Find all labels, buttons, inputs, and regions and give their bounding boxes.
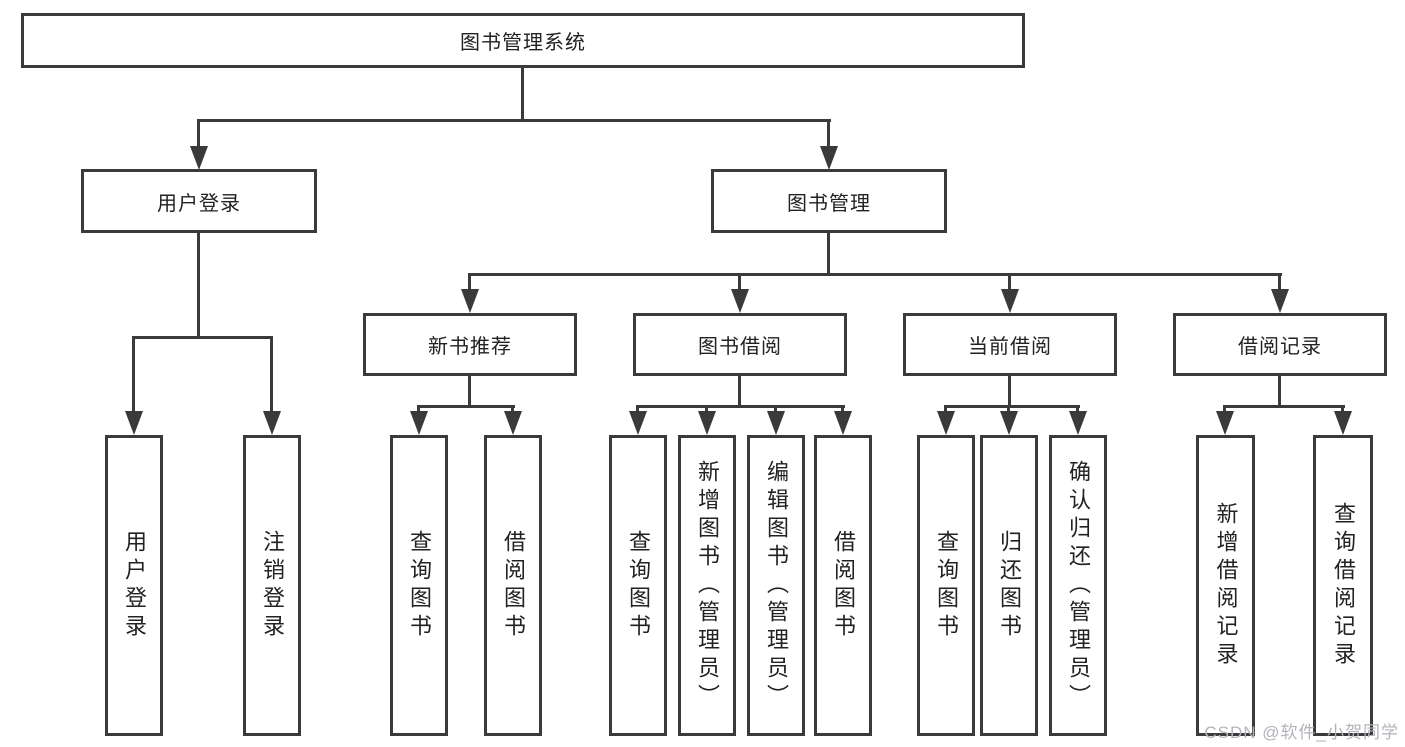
leaf-br-add-record: 新增借阅记录 (1196, 435, 1255, 736)
leaf-nb-borrow-book-label: 借阅图书 (501, 529, 526, 642)
leaf-bb-edit-book-admin: 编辑图书（管理员） (747, 435, 805, 736)
arrowhead-book-borrow (731, 289, 749, 313)
leaf-user-login-label: 用户登录 (122, 529, 147, 642)
connector-stub-br1 (1223, 405, 1226, 415)
leaf-bb-add-book-admin: 新增图书（管理员） (678, 435, 736, 736)
node-borrowing-records-label: 借阅记录 (1238, 336, 1322, 358)
node-book-borrowing: 图书借阅 (633, 313, 847, 376)
connector-stub-bb1 (636, 405, 639, 415)
leaf-br-query-record-label: 查询借阅记录 (1331, 501, 1356, 670)
arrowhead-bb3 (767, 411, 785, 435)
leaf-cb-return-book-label: 归还图书 (997, 529, 1022, 642)
leaf-logout-label: 注销登录 (260, 529, 285, 642)
connector-current-borrow-bus (944, 405, 1080, 408)
leaf-nb-query-book: 查询图书 (390, 435, 448, 736)
leaf-nb-borrow-book: 借阅图书 (484, 435, 542, 736)
connector-stub-current-borrow (1008, 273, 1011, 293)
arrowhead-cb3 (1069, 411, 1087, 435)
connector-stub-cb1 (944, 405, 947, 415)
leaf-nb-query-book-label: 查询图书 (407, 529, 432, 642)
arrowhead-borrow-record (1271, 289, 1289, 313)
connector-stub-bb4 (841, 405, 844, 415)
connector-book-borrow-drop (738, 376, 741, 408)
connector-stub-user-login (197, 119, 200, 150)
connector-level2-bus (197, 119, 831, 122)
arrowhead-cb2 (1000, 411, 1018, 435)
arrowhead-book-mgmt (820, 146, 838, 170)
leaf-user-login: 用户登录 (105, 435, 163, 736)
arrowhead-nb1 (410, 411, 428, 435)
node-current-borrowing-label: 当前借阅 (968, 336, 1052, 358)
leaf-bb-borrow-book: 借阅图书 (814, 435, 872, 736)
arrowhead-new-book (461, 289, 479, 313)
connector-borrow-record-drop (1278, 376, 1281, 408)
connector-stub-book-borrow (738, 273, 741, 293)
leaf-bb-add-book-admin-label: 新增图书（管理员） (695, 459, 720, 712)
connector-root-drop (521, 68, 524, 122)
connector-stub-nb2 (511, 405, 514, 415)
node-user-login: 用户登录 (81, 169, 317, 233)
node-new-book-recommend: 新书推荐 (363, 313, 577, 376)
node-book-management-label: 图书管理 (787, 192, 871, 215)
connector-stub-bb3 (774, 405, 777, 415)
connector-stub-new-book (468, 273, 471, 293)
node-book-borrowing-label: 图书借阅 (698, 336, 782, 358)
arrowhead-cb1 (937, 411, 955, 435)
leaf-logout: 注销登录 (243, 435, 301, 736)
connector-stub-borrow-record (1278, 273, 1281, 293)
connector-level3-bus (468, 273, 1282, 276)
connector-book-borrow-bus (636, 405, 845, 408)
leaf-cb-query-book-label: 查询图书 (934, 529, 959, 642)
leaf-br-add-record-label: 新增借阅记录 (1213, 501, 1239, 670)
leaf-br-query-record: 查询借阅记录 (1313, 435, 1373, 736)
node-borrowing-records: 借阅记录 (1173, 313, 1387, 376)
connector-stub-br2 (1341, 405, 1344, 415)
connector-new-book-bus (417, 405, 515, 408)
connector-stub-book-mgmt (827, 119, 830, 150)
connector-borrow-record-bus (1223, 405, 1345, 408)
arrowhead-bb2 (698, 411, 716, 435)
connector-stub-cb3 (1076, 405, 1079, 415)
node-root: 图书管理系统 (21, 13, 1025, 68)
node-current-borrowing: 当前借阅 (903, 313, 1117, 376)
connector-stub-logout-leaf (270, 336, 273, 414)
leaf-cb-return-book: 归还图书 (980, 435, 1038, 736)
node-book-management: 图书管理 (711, 169, 947, 233)
node-user-login-label: 用户登录 (157, 192, 241, 215)
arrowhead-current-borrow (1001, 289, 1019, 313)
leaf-cb-query-book: 查询图书 (917, 435, 975, 736)
connector-stub-bb2 (705, 405, 708, 415)
connector-stub-nb1 (417, 405, 420, 415)
arrowhead-nb2 (504, 411, 522, 435)
arrowhead-logout-leaf (263, 411, 281, 435)
leaf-cb-confirm-return-admin: 确认归还（管理员） (1049, 435, 1107, 736)
node-new-book-recommend-label: 新书推荐 (428, 336, 512, 358)
connector-new-book-drop (468, 376, 471, 408)
connector-current-borrow-drop (1008, 376, 1011, 408)
leaf-bb-borrow-book-label: 借阅图书 (831, 529, 856, 642)
arrowhead-login-leaf (125, 411, 143, 435)
leaf-bb-edit-book-admin-label: 编辑图书（管理员） (764, 459, 789, 712)
arrowhead-bb4 (834, 411, 852, 435)
leaf-bb-query-book: 查询图书 (609, 435, 667, 736)
connector-stub-cb2 (1007, 405, 1010, 415)
arrowhead-br2 (1334, 411, 1352, 435)
csdn-watermark: CSDN @软件_小贺同学 (1204, 723, 1399, 742)
node-root-label: 图书管理系统 (460, 32, 586, 54)
arrowhead-br1 (1216, 411, 1234, 435)
arrowhead-user-login (190, 146, 208, 170)
connector-stub-login-leaf (132, 336, 135, 414)
connector-user-login-drop (197, 233, 200, 339)
arrowhead-bb1 (629, 411, 647, 435)
leaf-bb-query-book-label: 查询图书 (626, 529, 651, 642)
connector-user-login-bus (132, 336, 273, 339)
connector-book-mgmt-drop (827, 233, 830, 276)
leaf-cb-confirm-return-admin-label: 确认归还（管理员） (1066, 459, 1091, 712)
